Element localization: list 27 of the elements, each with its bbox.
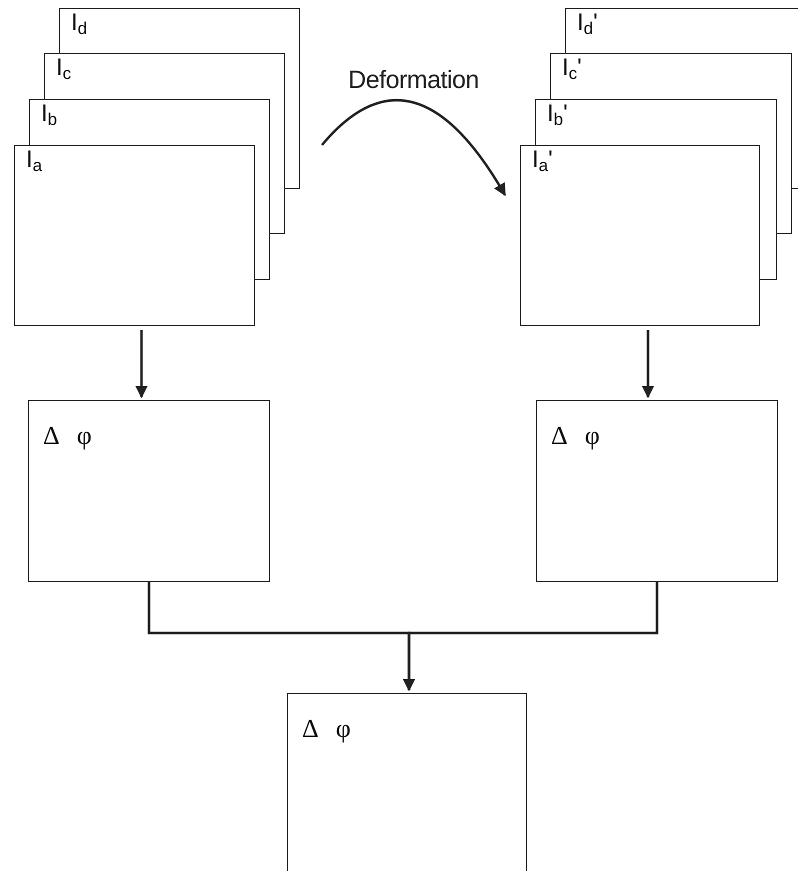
image-frame bbox=[14, 145, 255, 326]
image-frame bbox=[59, 8, 300, 53]
image-label: I$_{d}$' bbox=[577, 11, 598, 35]
phase-map-box bbox=[28, 400, 270, 582]
image-frame bbox=[29, 99, 270, 145]
image-frame bbox=[565, 8, 798, 53]
image-label: I$_{a}$ bbox=[26, 148, 42, 172]
image-label: I$_{a}$' bbox=[532, 148, 553, 172]
image-label: I$_{c}$' bbox=[562, 56, 582, 80]
edge-label: Deformation bbox=[348, 68, 479, 93]
image-frame bbox=[550, 53, 792, 99]
phase-map-box bbox=[287, 693, 527, 871]
image-label: I$_{b}$' bbox=[547, 102, 568, 126]
phase-difference-label: Δ φ bbox=[43, 423, 92, 449]
phase-map-box bbox=[536, 400, 778, 582]
image-label: I$_{b}$ bbox=[41, 102, 58, 126]
image-label: I$_{c}$ bbox=[56, 56, 72, 80]
phase-difference-label: Δ φ bbox=[302, 716, 351, 742]
image-label: I$_{d}$ bbox=[71, 11, 88, 35]
phase-difference-label: Δ φ bbox=[551, 423, 600, 449]
arrow bbox=[321, 99, 506, 196]
arrow bbox=[642, 330, 654, 398]
image-frame bbox=[44, 53, 285, 99]
arrow bbox=[135, 330, 148, 398]
image-frame bbox=[535, 99, 777, 145]
image-frame bbox=[520, 145, 760, 326]
arrow bbox=[402, 582, 658, 692]
